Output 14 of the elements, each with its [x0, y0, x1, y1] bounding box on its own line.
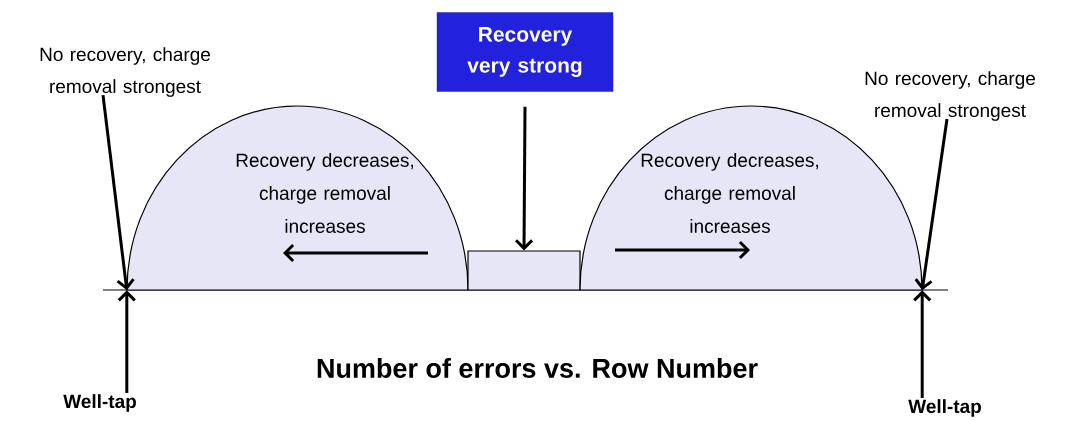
annotation-text: No recovery, charge removal strongest — [40, 47, 210, 97]
annotation-text: No recovery, charge removal strongest — [865, 71, 1035, 121]
caption: Number of errors vs. Row Number — [317, 358, 758, 378]
arrow — [101, 94, 135, 291]
arrow — [913, 290, 932, 398]
annotation-text: Well-tap — [63, 394, 136, 412]
arrow — [914, 118, 949, 291]
arrow — [117, 290, 136, 393]
dome-label: Recovery decreases, charge removal increases — [641, 153, 819, 233]
arrow — [515, 106, 534, 251]
dome-label: Recovery decreases, charge removal increases — [236, 153, 414, 233]
bar-box — [467, 250, 581, 291]
highlight-box: Recovery very strong — [436, 12, 614, 92]
annotation-text: Well-tap — [908, 399, 981, 417]
